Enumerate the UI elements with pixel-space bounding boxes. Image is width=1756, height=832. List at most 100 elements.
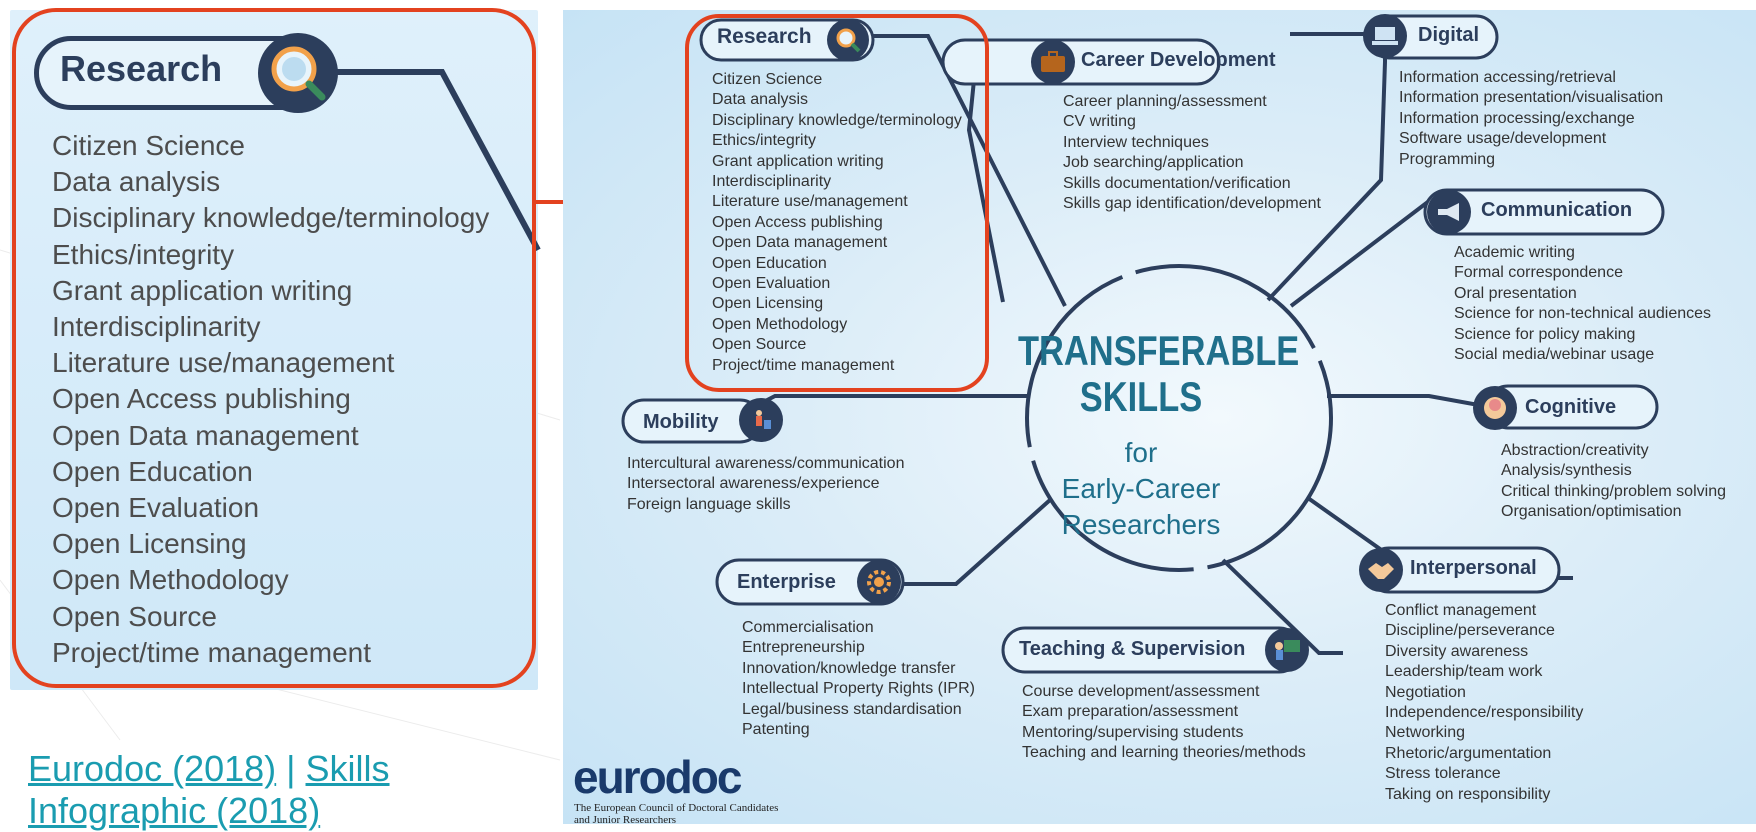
list-item: Job searching/application — [1063, 154, 1244, 172]
career-development-title: Career Development — [1081, 49, 1276, 71]
zoom-research-list: Citizen Science Data analysis Disciplina… — [52, 128, 489, 671]
list-item: Intercultural awareness/communication — [627, 455, 905, 472]
digital-list: Information accessing/retrieval Informat… — [1399, 68, 1663, 170]
gear-icon — [857, 560, 901, 604]
list-item: Open Evaluation — [712, 275, 831, 293]
list-item: Open Licensing — [712, 295, 824, 313]
megaphone-icon — [1427, 190, 1471, 234]
list-item: Open Methodology — [712, 315, 848, 333]
research-list: Citizen Science Data analysis Disciplina… — [712, 70, 962, 376]
list-item: Networking — [1385, 724, 1466, 742]
list-item: Leadership/team work — [1385, 663, 1543, 681]
list-item: Patenting — [742, 721, 810, 739]
list-item: Grant application writing — [52, 274, 353, 306]
list-item: Open Source — [712, 336, 807, 354]
zoomed-research-panel — [10, 10, 538, 690]
laptop-icon — [1363, 14, 1407, 58]
mobility-title: Mobility — [643, 411, 719, 433]
career-development-list: Career planning/assessment CV writing In… — [1063, 92, 1321, 214]
list-item: Legal/business standardisation — [742, 700, 962, 718]
communication-title: Communication — [1481, 199, 1633, 221]
list-item: Negotiation — [1385, 683, 1466, 701]
list-item: Intellectual Property Rights (IPR) — [742, 680, 975, 698]
list-item: Stress tolerance — [1385, 765, 1501, 783]
list-item: Science for policy making — [1454, 325, 1636, 343]
teacher-icon — [1265, 628, 1309, 672]
list-item: Commercialisation — [742, 619, 874, 636]
eurodoc-logo-subtitle: The European Council of Doctoral Candida… — [574, 802, 779, 824]
list-item: Literature use/management — [712, 193, 908, 211]
eurodoc-logo: eurodoc — [573, 751, 742, 803]
credit-separator: | — [276, 748, 306, 789]
research-title: Research — [717, 25, 812, 48]
list-item: Diversity awareness — [1385, 642, 1529, 660]
enterprise-title: Enterprise — [737, 571, 836, 593]
research-highlight-frame — [685, 14, 989, 392]
list-item: Open Education — [712, 254, 827, 272]
list-item: Open Licensing — [52, 528, 247, 560]
teaching-supervision-list: Course development/assessment Exam prepa… — [1022, 682, 1306, 764]
list-item: Critical thinking/problem solving — [1501, 482, 1726, 500]
list-item: Oral presentation — [1454, 284, 1577, 302]
cognitive-title: Cognitive — [1525, 396, 1617, 418]
zoom-connector — [300, 69, 541, 252]
list-item: Analysis/synthesis — [1501, 462, 1632, 480]
center-subtitle-line2: Early-Career — [1061, 473, 1221, 504]
list-item: Skills documentation/verification — [1063, 174, 1291, 192]
list-item: Ethics/integrity — [52, 238, 235, 270]
list-item: Software usage/development — [1399, 130, 1607, 148]
teaching-supervision-title: Teaching & Supervision — [1019, 638, 1246, 660]
list-item: Academic writing — [1454, 244, 1575, 261]
list-item: Open Access publishing — [52, 383, 351, 415]
zoom-highlight-frame — [12, 8, 536, 688]
list-item: Exam preparation/assessment — [1022, 703, 1239, 721]
center-title-line1: TRANSFERABLE — [1018, 327, 1300, 374]
list-item: Innovation/knowledge transfer — [742, 659, 956, 677]
list-item: Entrepreneurship — [742, 639, 865, 657]
list-item: Disciplinary knowledge/terminology — [52, 202, 490, 234]
list-item: Science for non-technical audiences — [1454, 305, 1712, 323]
interpersonal-title: Interpersonal — [1410, 557, 1537, 579]
list-item: Disciplinary knowledge/terminology — [712, 111, 962, 129]
list-item: Grant application writing — [712, 152, 884, 170]
list-item: Discipline/perseverance — [1385, 622, 1555, 640]
communication-list: Academic writing Formal correspondence O… — [1454, 243, 1711, 365]
list-item: Interdisciplinarity — [52, 311, 261, 343]
list-item: Programming — [1399, 150, 1496, 168]
list-item: CV writing — [1063, 113, 1136, 131]
digital-title: Digital — [1418, 24, 1480, 46]
list-item: Intersectoral awareness/experience — [627, 475, 880, 493]
list-item: Mentoring/supervising students — [1022, 723, 1244, 741]
briefcase-icon — [1031, 40, 1075, 84]
list-item: Project/time management — [712, 356, 895, 374]
list-item: Open Access publishing — [712, 213, 883, 231]
handshake-icon — [1359, 548, 1403, 592]
list-item: Literature use/management — [52, 347, 395, 379]
list-item: Open Evaluation — [52, 492, 260, 524]
list-item: Citizen Science — [712, 71, 823, 88]
magnifier-icon — [827, 19, 869, 61]
list-item: Independence/responsibility — [1385, 704, 1584, 722]
list-item: Conflict management — [1385, 602, 1537, 619]
mobility-list: Intercultural awareness/communication In… — [627, 454, 904, 515]
list-item: Course development/assessment — [1022, 683, 1260, 700]
list-item: Teaching and learning theories/methods — [1022, 744, 1306, 762]
cognitive-list: Abstraction/creativity Analysis/synthesi… — [1501, 441, 1726, 523]
list-item: Formal correspondence — [1454, 264, 1623, 282]
interpersonal-list: Conflict management Discipline/persevera… — [1385, 601, 1583, 805]
enterprise-list: Commercialisation Entrepreneurship Innov… — [742, 618, 975, 740]
list-item: Data analysis — [712, 91, 809, 109]
list-item: Career planning/assessment — [1063, 93, 1267, 110]
traveller-icon — [739, 398, 783, 442]
eurodoc-link[interactable]: Eurodoc (2018) — [28, 748, 277, 789]
list-item: Data analysis — [52, 166, 221, 198]
center-subtitle-line1: for — [1124, 437, 1158, 468]
brain-icon — [1473, 386, 1517, 430]
list-item: Social media/webinar usage — [1454, 346, 1655, 364]
list-item: Taking on responsibility — [1385, 785, 1551, 803]
center-title-line2: SKILLS — [1079, 373, 1203, 420]
list-item: Open Education — [52, 455, 253, 487]
list-item: Interview techniques — [1063, 133, 1209, 151]
list-item: Open Data management — [712, 234, 888, 252]
list-item: Citizen Science — [52, 130, 245, 161]
